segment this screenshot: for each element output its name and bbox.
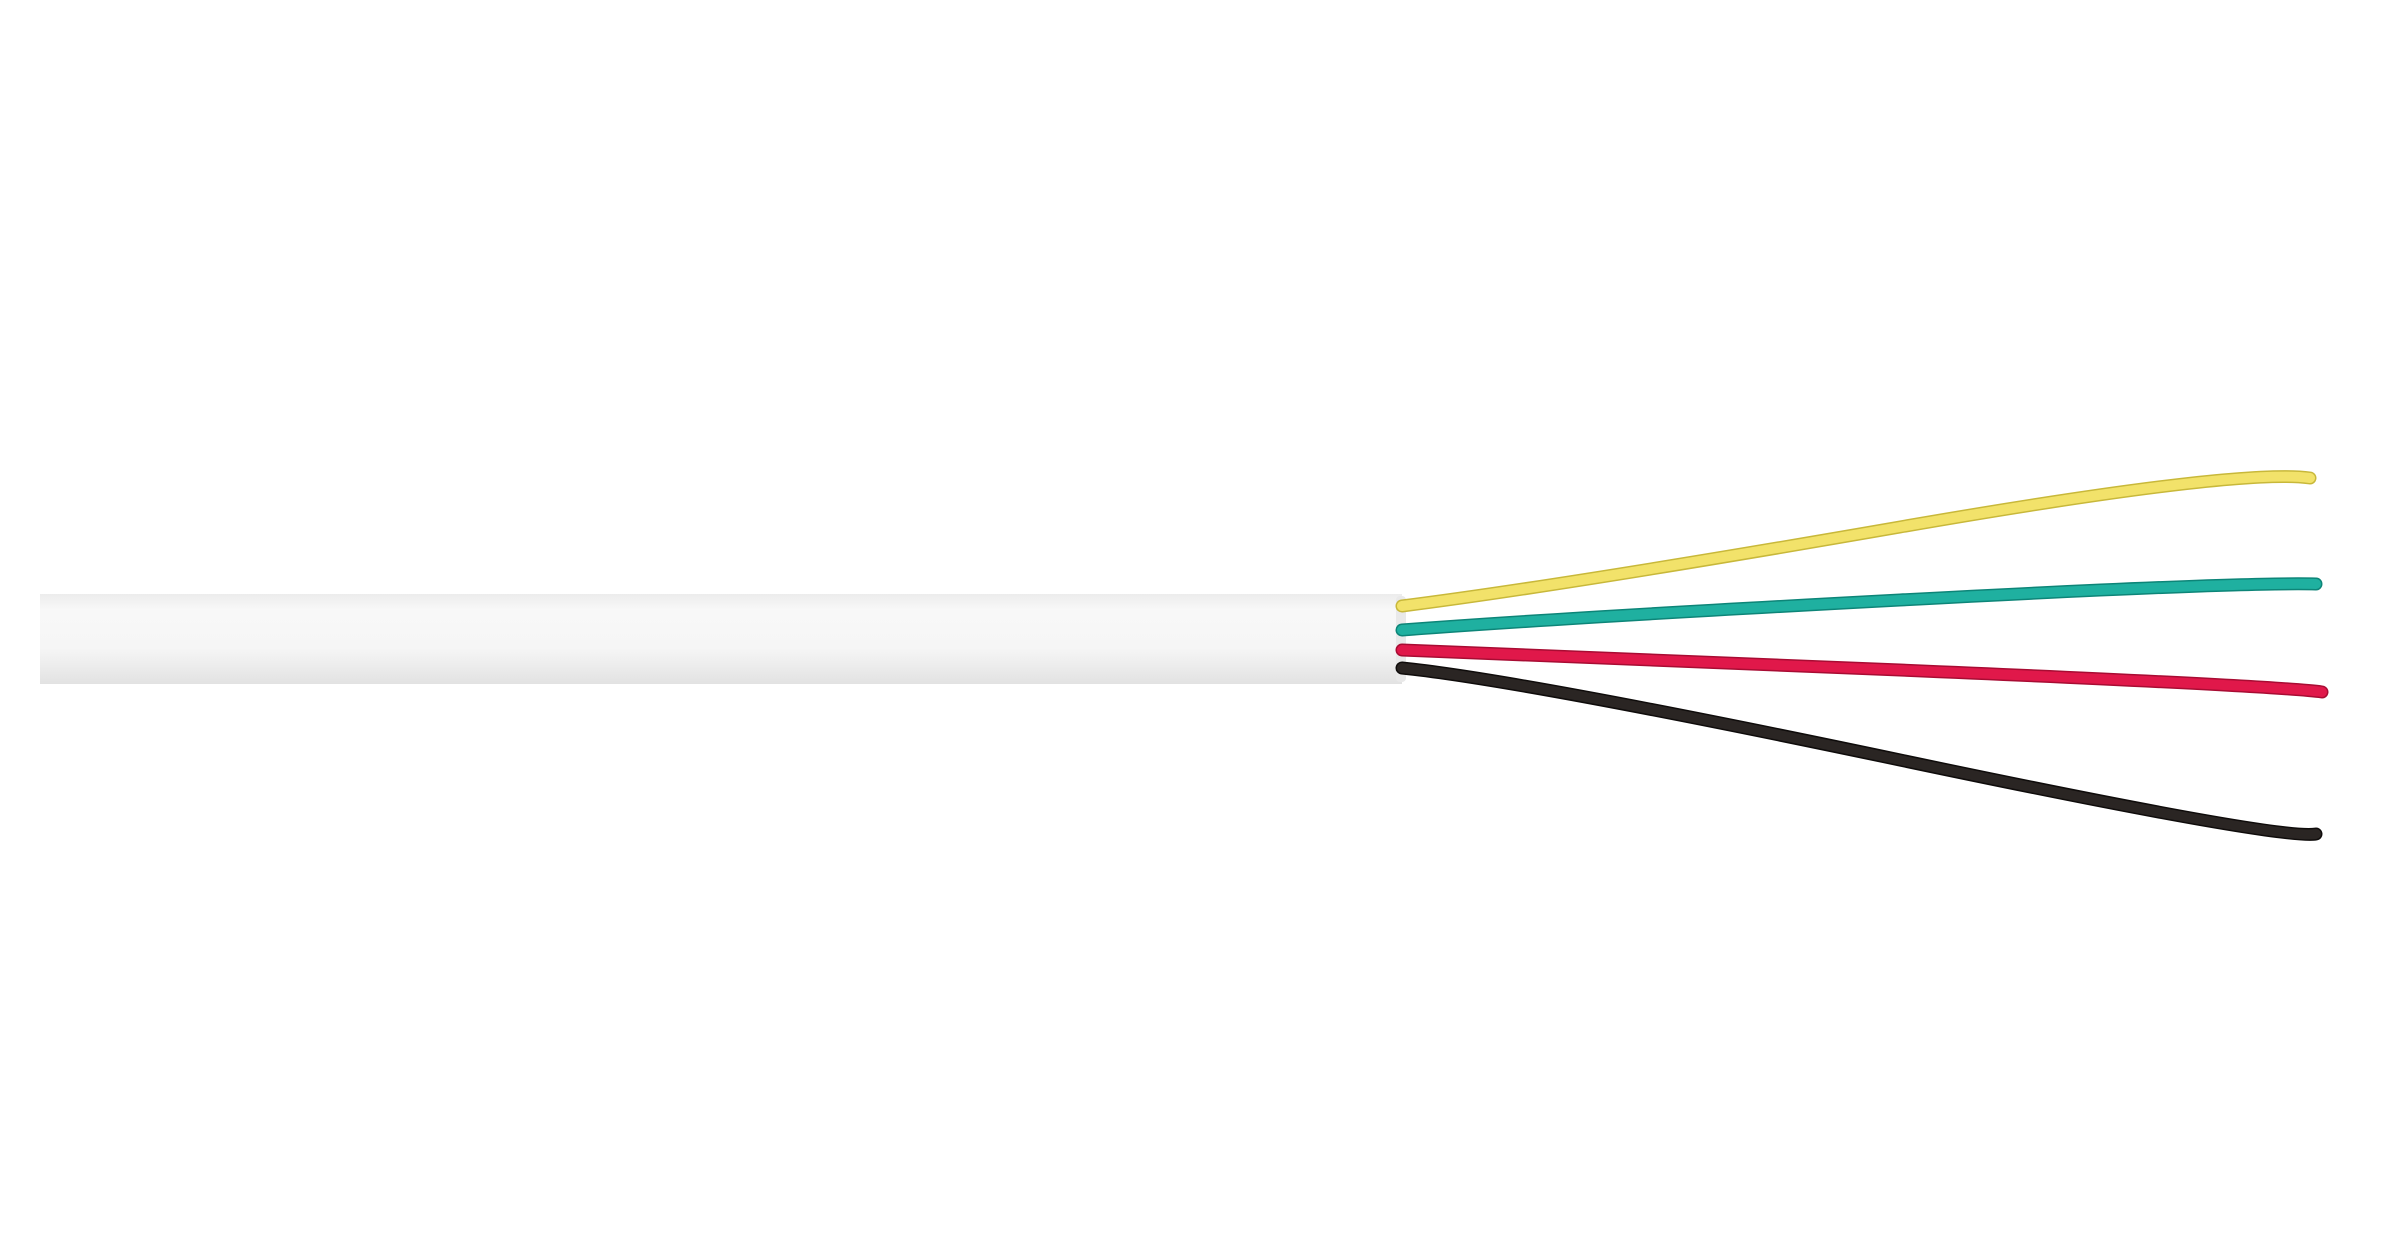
- jacket-cut-end: [1396, 596, 1406, 682]
- black-wire: [1397, 663, 2321, 840]
- conductors: [1395, 470, 2329, 841]
- red-wire: [1397, 645, 2327, 697]
- jacket-fade: [0, 580, 200, 700]
- cable-jacket: [0, 580, 1406, 700]
- jacket-body: [40, 594, 1402, 684]
- yellow-wire: [1397, 471, 2315, 611]
- green-wire: [1397, 578, 2321, 635]
